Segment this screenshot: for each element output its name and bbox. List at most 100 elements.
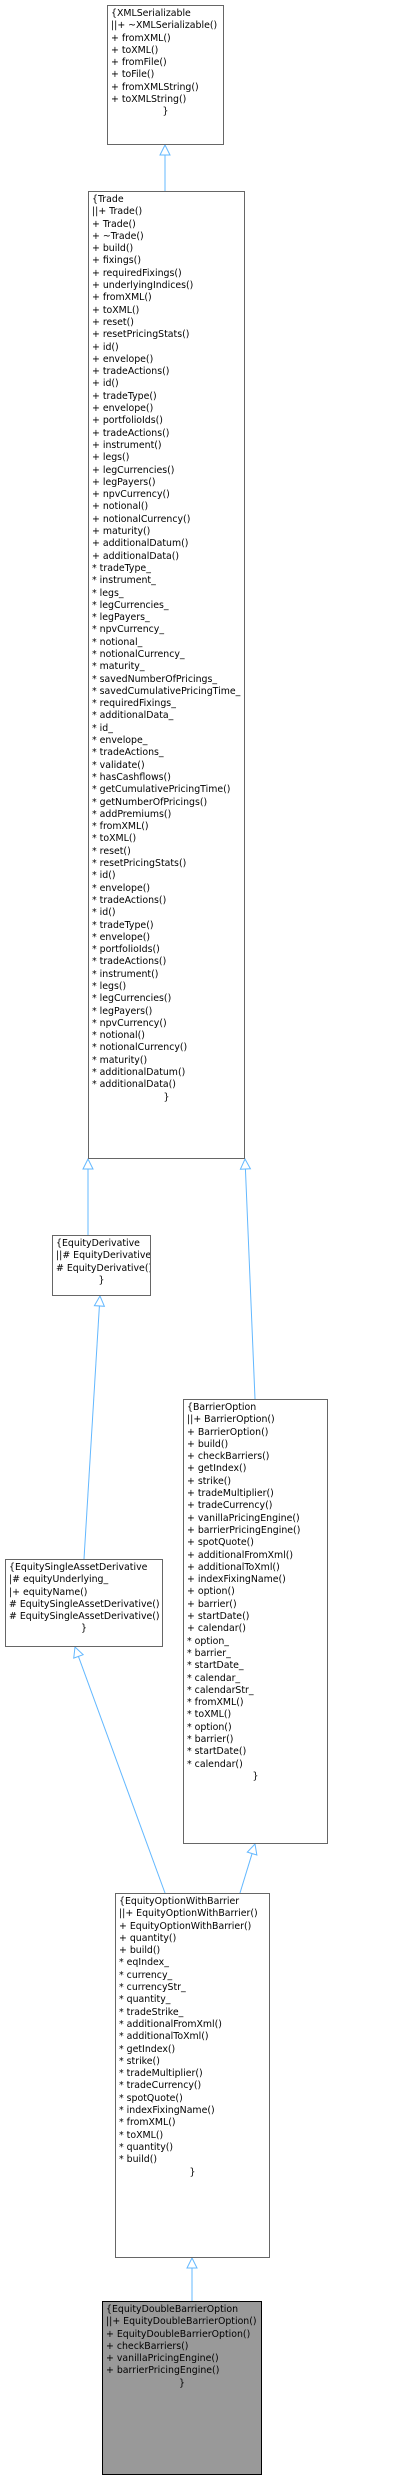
class-member: * eqIndex_	[119, 1957, 169, 1969]
class-member: + checkBarriers()	[106, 2340, 189, 2352]
class-member: * tradeStrike_	[119, 2006, 184, 2018]
class-member: + maturity()	[92, 526, 151, 538]
inheritance-arrowhead	[186, 2256, 198, 2269]
class-member: * quantity()	[119, 2141, 174, 2153]
class-member: + tradeType()	[92, 390, 157, 402]
class-member: * legs_	[92, 587, 124, 599]
class-member: + EquityDoubleBarrierOption()	[106, 2328, 251, 2340]
class-member: + startDate()	[187, 1611, 250, 1623]
class-member: * additionalFromXml()	[119, 2018, 222, 2030]
class-member: + strike()	[187, 1475, 232, 1487]
class-member: * legCurrencies()	[92, 993, 172, 1005]
class-member: + additionalData()	[92, 550, 180, 562]
inheritance-arrowhead	[73, 1645, 85, 1659]
class-box-close: }	[252, 1770, 259, 1782]
class-member: * savedCumulativePricingTime_	[92, 685, 241, 697]
class-member: * spotQuote()	[119, 2092, 183, 2104]
edge-equity-option-with-barrier-to-barrier-option	[239, 1853, 253, 1894]
class-box-equity-single-asset-derivative: {EquitySingleAssetDerivative|# equityUnd…	[5, 1559, 163, 1647]
class-member: * legs()	[92, 981, 127, 992]
class-member: * getCumulativePricingTime()	[92, 784, 231, 796]
class-member: + checkBarriers()	[187, 1451, 270, 1463]
class-member: * hasCashflows()	[92, 771, 171, 783]
class-member: + fromXML()	[92, 292, 152, 304]
inheritance-arrowhead	[159, 143, 171, 156]
class-member: + legCurrencies()	[92, 464, 175, 476]
class-member: + barrierPricingEngine()	[106, 2365, 220, 2377]
class-box-close: }	[98, 1274, 105, 1286]
class-member: + reset()	[92, 316, 134, 328]
class-member: * npvCurrency()	[92, 1017, 167, 1029]
class-member: + build()	[187, 1438, 229, 1450]
class-name: {EquityOptionWithBarrier	[119, 1896, 240, 1907]
class-member: ||+ EquityDoubleBarrierOption()	[106, 2316, 257, 2328]
class-member: + toXML()	[92, 304, 140, 316]
inheritance-arrowhead	[82, 1157, 94, 1170]
class-member: * legCurrencies_	[92, 599, 169, 611]
class-member: + id()	[92, 341, 119, 353]
class-member: # EquitySingleAssetDerivative()	[9, 1611, 160, 1623]
class-member: + portfolioIds()	[92, 415, 163, 427]
class-member: # EquitySingleAssetDerivative()	[9, 1598, 160, 1610]
class-member: * addPremiums()	[92, 808, 172, 820]
class-member: * instrument()	[92, 968, 159, 980]
class-member: + npvCurrency()	[92, 489, 170, 501]
class-member: * tradeType_	[92, 562, 151, 574]
class-member: + quantity()	[119, 1932, 177, 1944]
class-member: + vanillaPricingEngine()	[187, 1512, 300, 1524]
class-member: + fixings()	[92, 255, 141, 267]
class-member: * validate()	[92, 759, 145, 771]
edge-equity-single-asset-derivative-to-equity-derivative	[83, 1305, 100, 1560]
class-member: * instrument_	[92, 575, 156, 587]
class-member: * id_	[92, 722, 113, 734]
inheritance-arrowhead	[239, 1157, 252, 1170]
class-box-equity-derivative: {EquityDerivative||# EquityDerivative()#…	[52, 1235, 151, 1296]
class-member: + spotQuote()	[187, 1537, 254, 1549]
class-member: * calendar()	[187, 1758, 243, 1770]
class-member: + tradeActions()	[92, 366, 170, 378]
class-box-equity-double-barrier-option: {EquityDoubleBarrierOption||+ EquityDoub…	[102, 2301, 262, 2475]
class-member: + requiredFixings()	[92, 267, 182, 279]
class-member: * requiredFixings_	[92, 698, 176, 710]
class-member: * tradeCurrency()	[119, 2080, 202, 2092]
class-member: + underlyingIndices()	[92, 280, 194, 292]
class-member: * additionalData()	[92, 1079, 176, 1091]
class-member: * toXML()	[187, 1709, 232, 1721]
class-member: * notionalCurrency()	[92, 1042, 188, 1054]
class-member: * envelope()	[92, 931, 151, 943]
class-member: * fromXML()	[92, 821, 149, 833]
class-member: + build()	[119, 1945, 161, 1957]
class-member: * quantity_	[119, 1994, 171, 2006]
class-member: * fromXML()	[119, 2117, 176, 2129]
class-member: * additionalDatum()	[92, 1067, 186, 1079]
class-member: * currency_	[119, 1969, 173, 1981]
class-member: + Trade()	[92, 218, 136, 230]
class-member: * id()	[92, 907, 116, 919]
class-member: * maturity()	[92, 1054, 148, 1066]
class-member: + toFile()	[111, 69, 155, 81]
class-member: * npvCurrency_	[92, 624, 165, 636]
class-member: + build()	[92, 243, 134, 255]
class-member: * notionalCurrency_	[92, 648, 185, 660]
class-member: * startDate_	[187, 1660, 244, 1672]
class-member: * notional_	[92, 636, 143, 648]
class-member: + EquityOptionWithBarrier()	[119, 1920, 252, 1932]
class-member: + tradeCurrency()	[187, 1500, 273, 1512]
class-name: {BarrierOption	[187, 1402, 257, 1413]
inheritance-arrowhead	[246, 1842, 258, 1856]
class-member: + notional()	[92, 501, 149, 513]
class-member: * reset()	[92, 845, 131, 857]
class-name: {EquityDoubleBarrierOption	[106, 2304, 239, 2315]
class-name: {XMLSerializable	[111, 8, 191, 19]
class-member: + additionalToXml()	[187, 1561, 280, 1573]
class-member: * envelope_	[92, 735, 148, 747]
class-member: + ~Trade()	[92, 230, 144, 242]
class-member: * savedNumberOfPricings_	[92, 673, 218, 685]
class-member: * option()	[187, 1721, 232, 1733]
class-member: * barrier()	[187, 1734, 234, 1746]
class-box-close: }	[189, 2166, 196, 2178]
class-member: * indexFixingName()	[119, 2105, 215, 2117]
class-member: * toXML()	[119, 2129, 164, 2141]
class-box-barrier-option: {BarrierOption||+ BarrierOption()+ Barri…	[183, 1399, 328, 1844]
